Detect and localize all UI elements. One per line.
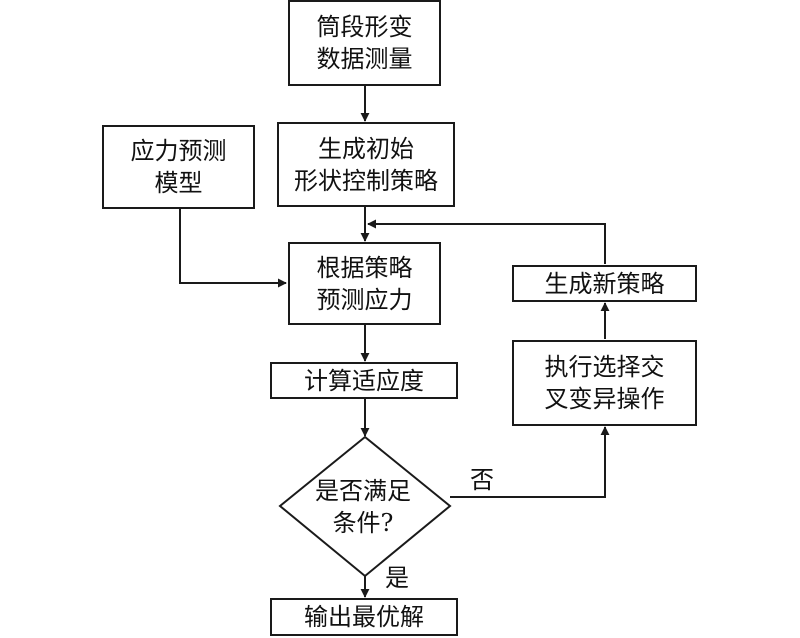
node-measure-line-2: 数据测量	[316, 45, 413, 73]
node-predict-line-1: 根据策略	[316, 253, 413, 282]
node-init-strategy: 生成初始 形状控制策略	[277, 122, 455, 207]
arrow-decision-to-operate	[450, 426, 610, 498]
edge-label-yes: 是	[385, 564, 409, 592]
edge-label-no: 否	[470, 466, 494, 494]
node-output-line-1: 输出最优解	[304, 603, 424, 631]
node-measure-line-1: 筒段形变	[316, 13, 413, 41]
node-decision-line-2: 条件?	[332, 509, 394, 537]
node-stress-model: 应力预测 模型	[102, 125, 255, 209]
node-new-strategy-line-1: 生成新策略	[544, 269, 665, 298]
node-predict: 根据策略 预测应力	[288, 242, 441, 325]
arrow-new-to-loop	[367, 219, 606, 264]
node-predict-line-2: 预测应力	[316, 285, 413, 314]
node-init-strategy-line-1: 生成初始	[318, 134, 414, 163]
node-decision: 是否满足 条件?	[280, 472, 446, 542]
arrow-model-to-predict	[179, 209, 287, 288]
node-operate: 执行选择交 叉变异操作	[512, 340, 697, 426]
node-output: 输出最优解	[270, 598, 458, 636]
node-fitness: 计算适应度	[270, 362, 458, 399]
node-operate-line-1: 执行选择交	[544, 353, 665, 381]
node-stress-model-line-2: 模型	[154, 169, 203, 197]
node-stress-model-line-1: 应力预测	[130, 137, 227, 165]
node-decision-line-1: 是否满足	[315, 477, 411, 505]
node-fitness-line-1: 计算适应度	[304, 366, 424, 395]
node-init-strategy-line-2: 形状控制策略	[294, 166, 438, 195]
node-new-strategy: 生成新策略	[512, 265, 697, 302]
node-operate-line-2: 叉变异操作	[544, 385, 665, 413]
node-measure: 筒段形变 数据测量	[288, 0, 441, 86]
